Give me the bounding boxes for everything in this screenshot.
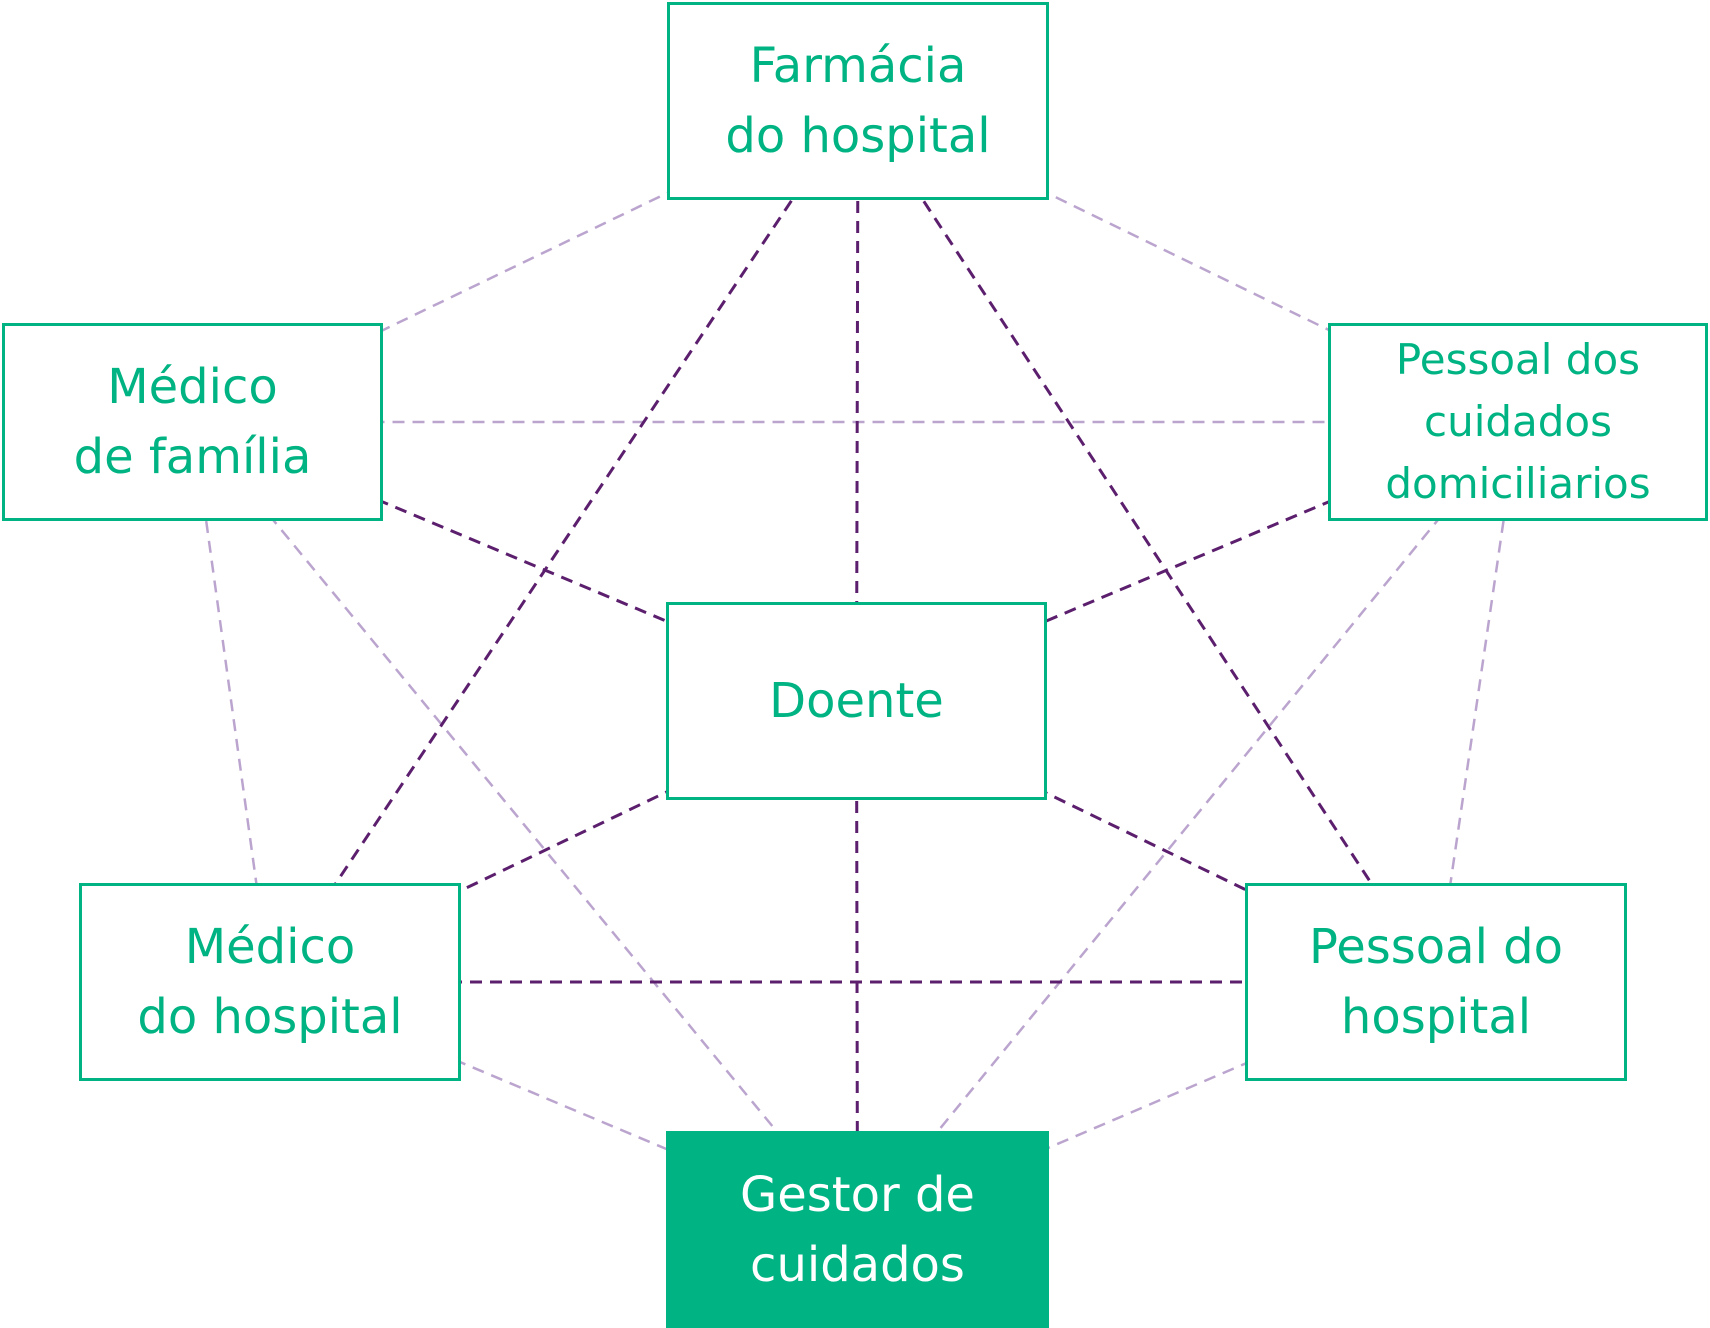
link-farmacia-doente [855, 100, 860, 702]
node-farmacia-do-hospital: Farmácia do hospital [667, 2, 1049, 200]
node-label: Doente [769, 673, 944, 729]
link-cuidados_domiciliarios-gestor [856, 421, 1519, 1231]
link-medico_familia-gestor [191, 421, 859, 1231]
node-gestor-de-cuidados: Gestor de cuidados [666, 1131, 1049, 1328]
node-label: Farmácia do hospital [725, 38, 991, 164]
node-label: Médico do hospital [137, 919, 403, 1045]
node-pessoal-do-hospital: Pessoal do hospital [1245, 883, 1627, 1081]
node-doente: Doente [666, 602, 1047, 800]
node-medico-de-familia: Médico de família [2, 323, 383, 521]
link-farmacia-medico_hospital [268, 100, 860, 983]
node-label: Pessoal do hospital [1309, 919, 1563, 1045]
node-label: Gestor de cuidados [740, 1166, 975, 1293]
link-farmacia-pessoal_hospital [856, 100, 1438, 983]
node-pessoal-cuidados-domiciliarios: Pessoal dos cuidados domiciliarios [1328, 323, 1708, 521]
node-label: Pessoal dos cuidados domiciliarios [1385, 335, 1651, 508]
node-label: Médico de família [73, 359, 312, 485]
node-medico-do-hospital: Médico do hospital [79, 883, 461, 1081]
